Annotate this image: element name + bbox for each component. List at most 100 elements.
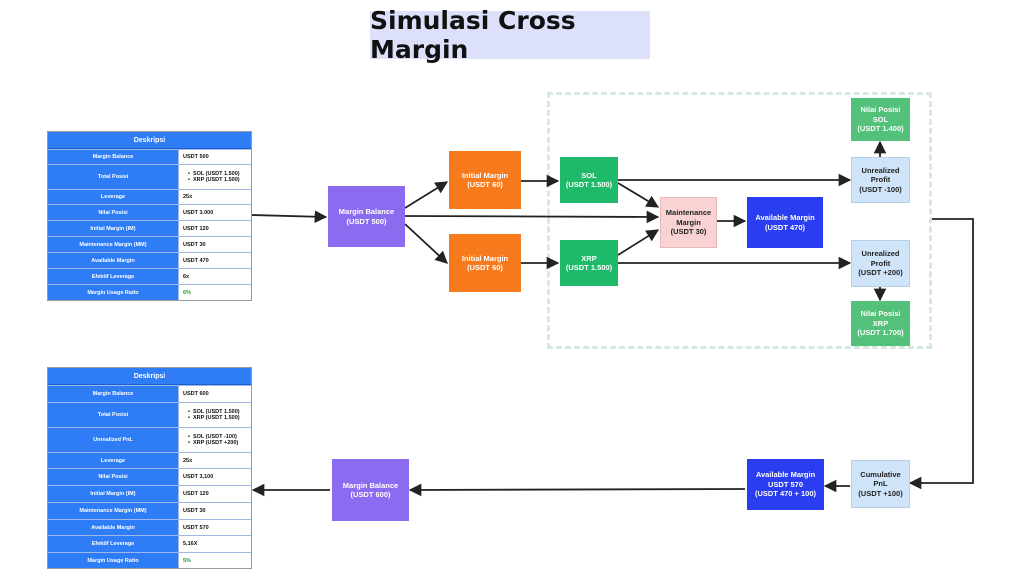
node-label-line: XRP <box>581 253 597 263</box>
row-value: USDT 500 <box>183 154 209 160</box>
node-label-line: (USDT 30) <box>670 227 707 237</box>
table-header: Deskripsi <box>48 132 251 149</box>
row-value: 25x <box>183 194 193 200</box>
row-label: Initial Margin (IM) <box>48 221 179 236</box>
row-value: SOL (USDT 1.500)XRP (USDT 1.500) <box>179 403 251 427</box>
table-row: Leverage 25x <box>48 189 251 204</box>
row-value: 5,16X <box>183 541 198 547</box>
table-row: Maintenance Margin (MM) USDT 30 <box>48 236 251 252</box>
node-label-line: USDT 570 <box>767 479 803 489</box>
node-label-line: (USDT 500) <box>346 216 387 226</box>
margin-balance-final-node: Margin Balance(USDT 600) <box>332 459 409 521</box>
row-label: Initial Margin (IM) <box>48 486 179 502</box>
bullet-item: SOL (USDT 1.500) <box>188 171 251 177</box>
margin-balance-node: Margin Balance(USDT 500) <box>328 186 405 247</box>
row-label: Nilai Posisi <box>48 469 179 485</box>
nilai-posisi-sol-node: Nilai Posisi SOL(USDT 1.400) <box>851 98 910 141</box>
row-value: SOL (USDT -100)XRP (USDT +200) <box>179 428 251 452</box>
row-label: Maintenance Margin (MM) <box>48 237 179 252</box>
table-row: Leverage 25x <box>48 452 251 468</box>
row-value: 25x <box>183 457 193 464</box>
node-label-line: Available Margin <box>755 213 815 223</box>
nilai-posisi-xrp-node: Nilai Posisi XRP(USDT 1.700) <box>851 301 910 346</box>
initial-margin-xrp-node: Initial Margin(USDT 60) <box>449 234 521 292</box>
row-value: USDT 30 <box>183 241 206 248</box>
bullet-item: SOL (USDT 1.500) <box>188 409 251 415</box>
node-label-line: (USDT 1.500) <box>565 263 613 272</box>
row-label: Available Margin <box>48 253 179 268</box>
row-label: Margin Usage Ratio <box>48 285 179 300</box>
node-label-line: (USDT 600) <box>350 490 391 499</box>
node-label-line: Margin Balance <box>338 207 395 217</box>
initial-margin-sol-node: Initial Margin(USDT 60) <box>449 151 521 209</box>
arrow-available-to-margin-balance <box>408 483 746 497</box>
row-label: Maintenance Margin (MM) <box>48 503 179 519</box>
bullet-item: XRP (USDT 1.500) <box>188 177 251 183</box>
node-label-line: SOL <box>581 170 597 180</box>
row-value: 6% <box>183 289 191 296</box>
bullet-item: XRP (USDT 1.500) <box>188 415 251 421</box>
arrow-mb-to-mm <box>404 210 660 224</box>
node-label-line: (USDT 60) <box>467 180 503 189</box>
arrow-xrp-to-mm <box>617 229 660 256</box>
row-value: SOL (USDT 1.500)XRP (USDT 1.500) <box>179 165 251 189</box>
row-value: USDT 3,100 <box>183 474 214 480</box>
node-label-line: PnL <box>873 479 888 489</box>
row-label: Margin Balance <box>48 150 179 164</box>
node-label-line: (USDT +200) <box>858 268 903 278</box>
node-label-line: Unrealized <box>861 165 900 175</box>
node-label-line: (USDT 1.400) <box>857 124 904 134</box>
table-row: Maintenance Margin (MM)USDT 30 <box>48 502 251 519</box>
node-label-line: Profit <box>870 258 891 268</box>
node-label-line: Cumulative <box>860 469 901 479</box>
node-label-line: (USDT 1.500) <box>565 180 613 189</box>
arrow-region-to-cumulative <box>908 218 974 490</box>
node-label-line: (USDT 470 + 100) <box>754 489 817 499</box>
row-label: Margin Balance <box>48 386 179 402</box>
node-label-line: Margin Balance <box>342 480 399 490</box>
table-row: Efektif Leverage 5,16X <box>48 535 251 552</box>
node-label-line: Unrealized <box>861 249 900 259</box>
table-row: Margin Balance USDT 500 <box>48 149 251 164</box>
row-value: USDT 470 <box>183 257 209 264</box>
row-label: Leverage <box>48 190 179 204</box>
table-row: Nilai Posisi USDT 3,100 <box>48 468 251 485</box>
table-row: Initial Margin (IM) USDT 120 <box>48 485 251 502</box>
row-value: USDT 120 <box>183 491 209 497</box>
node-label-line: (USDT 470) <box>764 222 805 232</box>
node-label-line: (USDT -100) <box>859 184 902 194</box>
arrow-table-to-margin-balance <box>251 210 328 223</box>
row-value: USDT 120 <box>183 225 209 232</box>
bullet-item: SOL (USDT -100) <box>188 434 251 440</box>
row-label: Efektif Leverage <box>48 536 179 552</box>
row-label: Efektif Leverage <box>48 269 179 284</box>
node-label-line: Maintenance <box>665 208 712 218</box>
table-header: Deskripsi <box>48 368 251 385</box>
row-label: Total Posisi <box>48 403 179 427</box>
page-title: Simulasi Cross Margin <box>370 6 650 64</box>
row-label: Nilai Posisi <box>48 205 179 220</box>
row-value: 5% <box>183 557 191 564</box>
row-label: Leverage <box>48 453 179 468</box>
row-value: 6x <box>183 273 190 280</box>
node-label-line: Nilai Posisi XRP <box>860 309 901 328</box>
row-label: Total Posisi <box>48 165 179 189</box>
arrow-mb-to-im2 <box>404 223 448 264</box>
row-label: Unrealized PnL <box>48 428 179 452</box>
row-label: Margin Usage Ratio <box>48 553 179 568</box>
table-row: Margin Usage Ratio 5% <box>48 552 251 568</box>
positions-region <box>547 92 932 349</box>
node-label-line: (USDT +100) <box>858 488 903 498</box>
node-label-line: Nilai Posisi SOL <box>860 105 901 124</box>
